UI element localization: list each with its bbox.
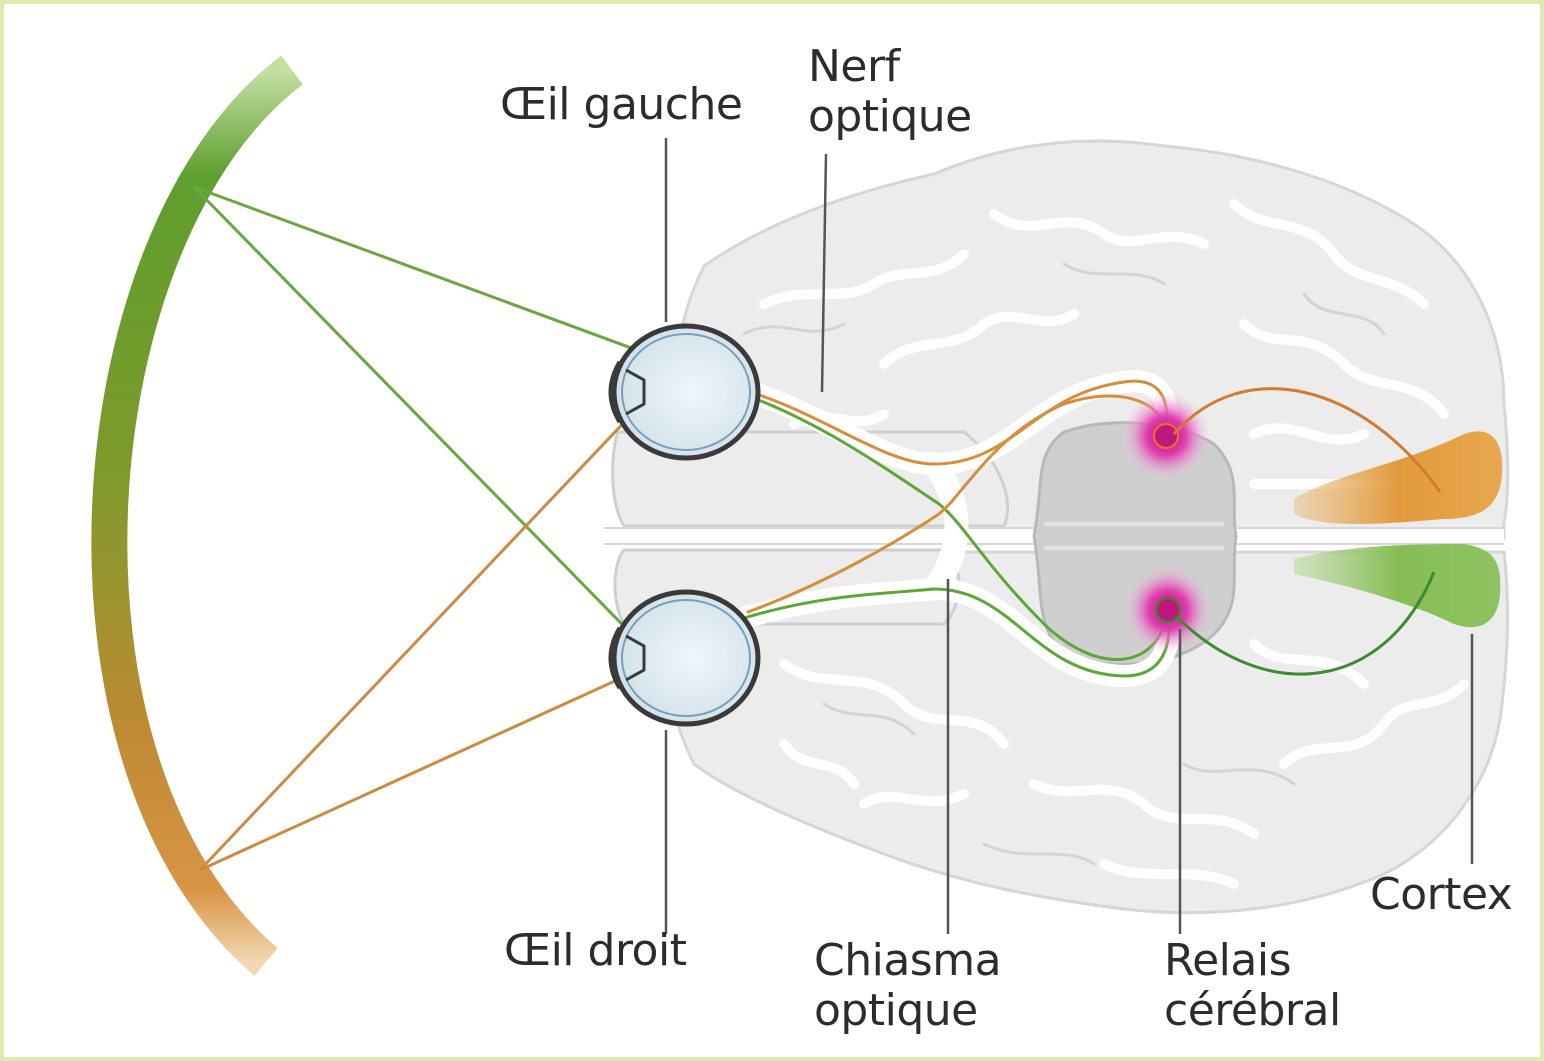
right-eye [611, 592, 758, 724]
label-chiasma-optique-line2: optique [814, 986, 1001, 1036]
label-cortex-text: Cortex [1370, 870, 1512, 920]
label-oeil-droit: Œil droit [504, 926, 686, 976]
label-relais-cerebral-line2: cérébral [1164, 986, 1341, 1036]
label-nerf-optique-line1: Nerf [808, 42, 972, 92]
label-chiasma-optique: Chiasma optique [814, 936, 1001, 1036]
brain [604, 141, 1508, 913]
label-oeil-gauche-text: Œil gauche [500, 80, 742, 130]
label-relais-cerebral-line1: Relais [1164, 936, 1341, 986]
label-chiasma-optique-line1: Chiasma [814, 936, 1001, 986]
label-cortex: Cortex [1370, 870, 1512, 920]
left-eye [611, 326, 758, 458]
visual-pathway-diagram [4, 4, 1540, 1057]
label-nerf-optique-line2: optique [808, 92, 972, 142]
visual-field-arc [109, 70, 292, 962]
label-nerf-optique: Nerf optique [808, 42, 972, 142]
label-oeil-droit-text: Œil droit [504, 926, 686, 976]
label-relais-cerebral: Relais cérébral [1164, 936, 1341, 1036]
label-oeil-gauche: Œil gauche [500, 80, 742, 130]
